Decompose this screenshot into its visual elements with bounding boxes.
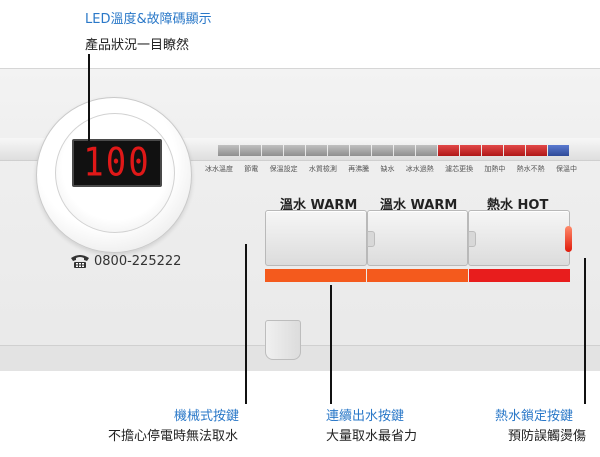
led-display: 100 xyxy=(72,139,162,187)
status-label-3: 保溫設定 xyxy=(269,165,298,173)
status-segment-15 xyxy=(526,145,547,156)
status-segment-6 xyxy=(328,145,349,156)
status-segment-9 xyxy=(394,145,415,156)
phone-icon xyxy=(71,255,89,268)
status-label-5: 再沸騰 xyxy=(348,165,370,173)
hotlock-callout-title: 熱水鎖定按鍵 xyxy=(495,409,574,424)
warm-color-bar-2 xyxy=(367,269,468,282)
status-segment-13 xyxy=(482,145,503,156)
hotlock-callout-subtitle: 預防誤觸燙傷 xyxy=(508,429,587,444)
continuous-callout-title: 連續出水按鍵 xyxy=(326,409,405,424)
status-label-9: 加熱中 xyxy=(484,165,506,173)
status-indicator-strip xyxy=(218,145,570,156)
warm-water-button-2[interactable] xyxy=(366,210,469,266)
status-label-11: 保溫中 xyxy=(555,165,577,173)
mechanical-callout-line xyxy=(245,244,247,404)
button-color-bars xyxy=(265,269,570,282)
warm-water-button-1[interactable] xyxy=(265,210,367,266)
status-segment-11 xyxy=(438,145,459,156)
dispense-buttons xyxy=(265,210,571,266)
status-segment-5 xyxy=(306,145,327,156)
hot-water-button[interactable] xyxy=(468,210,571,266)
status-label-6: 缺水 xyxy=(380,165,395,173)
led-callout-title: LED溫度&故障碼顯示 xyxy=(85,12,212,27)
led-temperature-value: 100 xyxy=(83,140,151,186)
led-callout-subtitle: 產品狀況一目瞭然 xyxy=(85,38,190,53)
status-segment-14 xyxy=(504,145,525,156)
status-segment-2 xyxy=(240,145,261,156)
mechanical-callout-title: 機械式按鍵 xyxy=(174,409,240,424)
hot-lock-indicator xyxy=(565,226,572,252)
status-indicator-labels: 冰水溫度 節電 保溫設定 水質檢測 再沸騰 缺水 冰水過熱 濾芯更換 加熱中 熱水不熱 保溫中 xyxy=(205,164,577,174)
button-label-hot: 熱水 HOT xyxy=(487,198,549,213)
status-label-4: 水質檢測 xyxy=(308,165,337,173)
mechanical-callout-subtitle: 不擔心停電時無法取水 xyxy=(108,429,239,444)
button-label-warm-2: 溫水 WARM xyxy=(380,198,458,213)
status-segment-10 xyxy=(416,145,437,156)
status-label-8: 濾芯更換 xyxy=(445,165,474,173)
continuous-callout-subtitle: 大量取水最省力 xyxy=(326,429,418,444)
status-segment-16 xyxy=(548,145,569,156)
status-label-7: 冰水過熱 xyxy=(405,165,434,173)
status-segment-8 xyxy=(372,145,393,156)
phone-number: 0800-225222 xyxy=(94,254,182,269)
status-segment-7 xyxy=(350,145,371,156)
hotlock-callout-line xyxy=(584,258,586,404)
status-segment-4 xyxy=(284,145,305,156)
hot-color-bar xyxy=(469,269,570,282)
warm-color-bar-1 xyxy=(265,269,366,282)
status-segment-3 xyxy=(262,145,283,156)
led-callout-line xyxy=(88,54,90,144)
status-label-2: 節電 xyxy=(244,165,259,173)
water-spout xyxy=(265,320,301,360)
status-label-10: 熱水不熱 xyxy=(516,165,545,173)
continuous-callout-line xyxy=(330,285,332,404)
status-segment-12 xyxy=(460,145,481,156)
status-label-1: 冰水溫度 xyxy=(205,165,233,173)
status-segment-1 xyxy=(218,145,239,156)
button-label-warm-1: 溫水 WARM xyxy=(280,198,358,213)
